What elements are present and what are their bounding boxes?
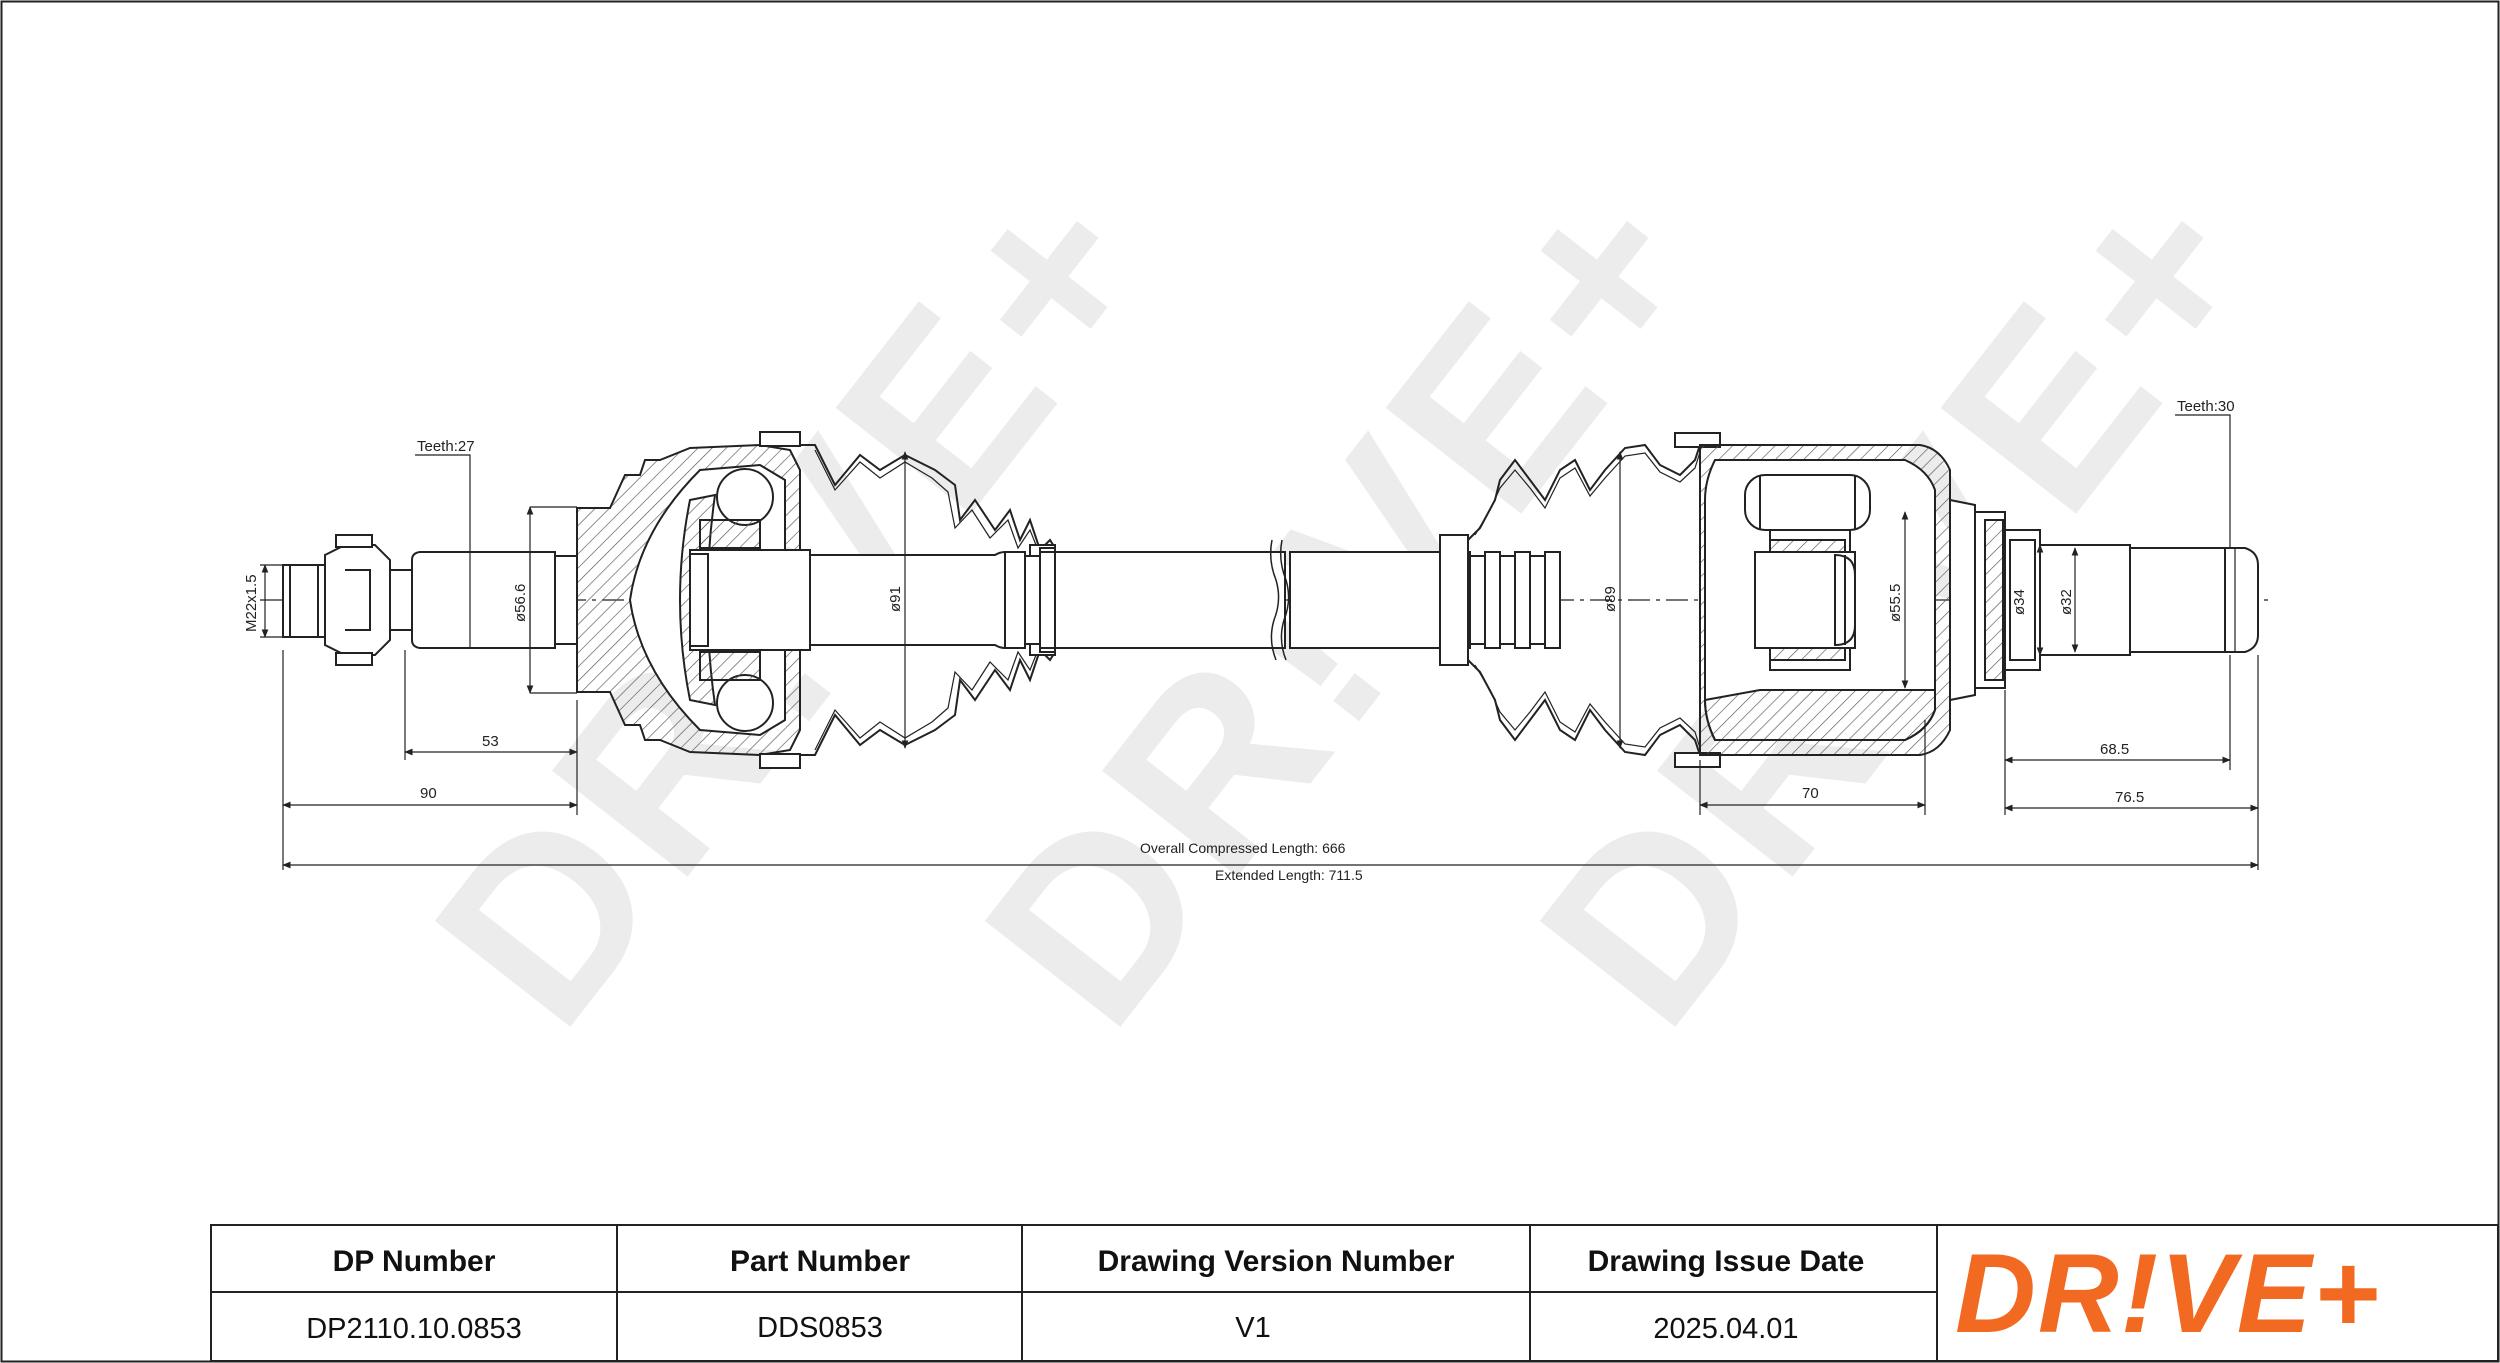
- drawing-version-value: V1: [1235, 1312, 1270, 1344]
- part-number-header: Part Number: [730, 1245, 910, 1278]
- inner-boot: [1439, 432, 1721, 768]
- dp-number-value: DP2110.10.0853: [306, 1313, 522, 1345]
- left-stub-axle: [282, 534, 578, 666]
- len-76-5-label: 76.5: [2115, 789, 2144, 806]
- drive-logo: DR!VE+: [1955, 1231, 2381, 1356]
- drawing-version-header: Drawing Version Number: [1098, 1245, 1455, 1278]
- extended-length-label: Extended Length: 711.5: [1215, 867, 1363, 883]
- outer-cv-joint: [576, 431, 811, 769]
- len-53-label: 53: [482, 733, 499, 750]
- inner-joint-housing: [1699, 444, 1951, 756]
- teeth-right-label: Teeth:30: [2177, 398, 2235, 415]
- dia-91-label: ø91: [887, 586, 904, 612]
- dia-56-6-label: ø56.6: [512, 584, 529, 622]
- len-68-5-label: 68.5: [2100, 741, 2129, 758]
- dia-32-label: ø32: [2058, 589, 2075, 615]
- drive-logo-text: DR!VE+: [1955, 1231, 2381, 1356]
- thread-label: M22x1.5: [243, 574, 260, 632]
- issue-date-header: Drawing Issue Date: [1588, 1245, 1865, 1278]
- dia-34-label: ø34: [2011, 589, 2028, 615]
- right-stub-shaft: [1949, 498, 2259, 702]
- drive-shaft-drawing: [260, 431, 2270, 769]
- overall-length-label: Overall Compressed Length: 666: [1140, 840, 1346, 856]
- dimension-labels: Teeth:27 Teeth:30 M22x1.5 ø56.6 ø91 ø89 …: [243, 398, 2235, 883]
- part-number-value: DDS0853: [757, 1312, 883, 1344]
- dia-89-label: ø89: [1602, 586, 1619, 612]
- len-90-label: 90: [420, 785, 437, 802]
- issue-date-value: 2025.04.01: [1653, 1313, 1798, 1345]
- teeth-left-label: Teeth:27: [417, 438, 475, 455]
- len-70-label: 70: [1802, 785, 1819, 802]
- dia-55-5-label: ø55.5: [1887, 584, 1904, 622]
- title-block: DP Number Part Number Drawing Version Nu…: [210, 1224, 2499, 1362]
- main-shaft: [809, 539, 1561, 661]
- dimension-lines: [260, 414, 2259, 870]
- dp-number-header: DP Number: [333, 1245, 496, 1278]
